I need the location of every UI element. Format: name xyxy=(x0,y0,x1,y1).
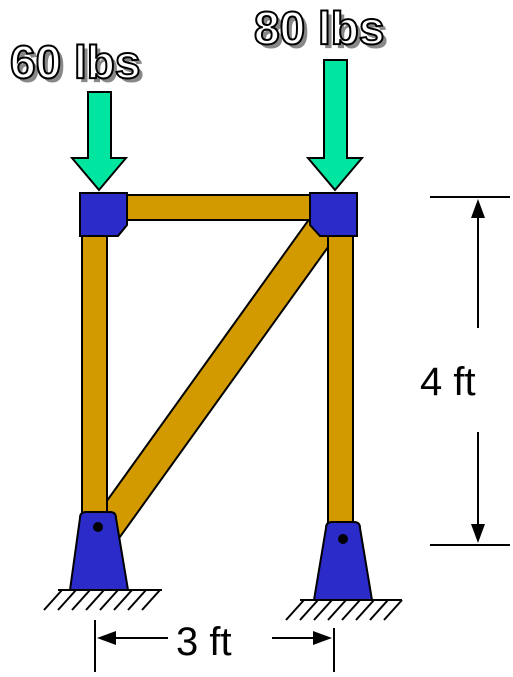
diagonal-member xyxy=(84,216,338,550)
width-label: 3 ft xyxy=(176,620,232,664)
load-label-right-shadow: 80 lbs xyxy=(258,6,388,58)
load-arrow-left xyxy=(69,91,129,192)
left-vertical-member xyxy=(81,229,108,521)
load-label-right: 80 lbs xyxy=(254,2,384,54)
width-arrowhead-right xyxy=(313,631,332,645)
load-label-left: 60 lbs xyxy=(10,36,140,88)
load-label-right-group: 80 lbs 80 lbs xyxy=(253,1,388,58)
pin-right xyxy=(338,534,348,544)
load-label-left-shadow: 60 lbs xyxy=(14,40,144,92)
height-arrowhead-top xyxy=(471,199,485,218)
height-dimension xyxy=(430,196,510,546)
right-vertical-member xyxy=(327,229,354,531)
width-dimension xyxy=(94,620,335,672)
top-horizontal-member xyxy=(125,194,313,221)
load-arrow-right xyxy=(305,59,365,192)
pin-left xyxy=(93,522,103,532)
joint-top-left xyxy=(79,192,128,237)
support-right xyxy=(312,521,374,601)
width-arrowhead-left xyxy=(97,631,116,645)
joint-top-right xyxy=(309,192,358,237)
ground-right xyxy=(285,599,403,621)
height-label: 4 ft xyxy=(420,360,476,404)
load-label-left-group: 60 lbs 60 lbs xyxy=(9,35,144,92)
height-arrowhead-bottom xyxy=(471,524,485,543)
ground-left xyxy=(43,589,162,611)
